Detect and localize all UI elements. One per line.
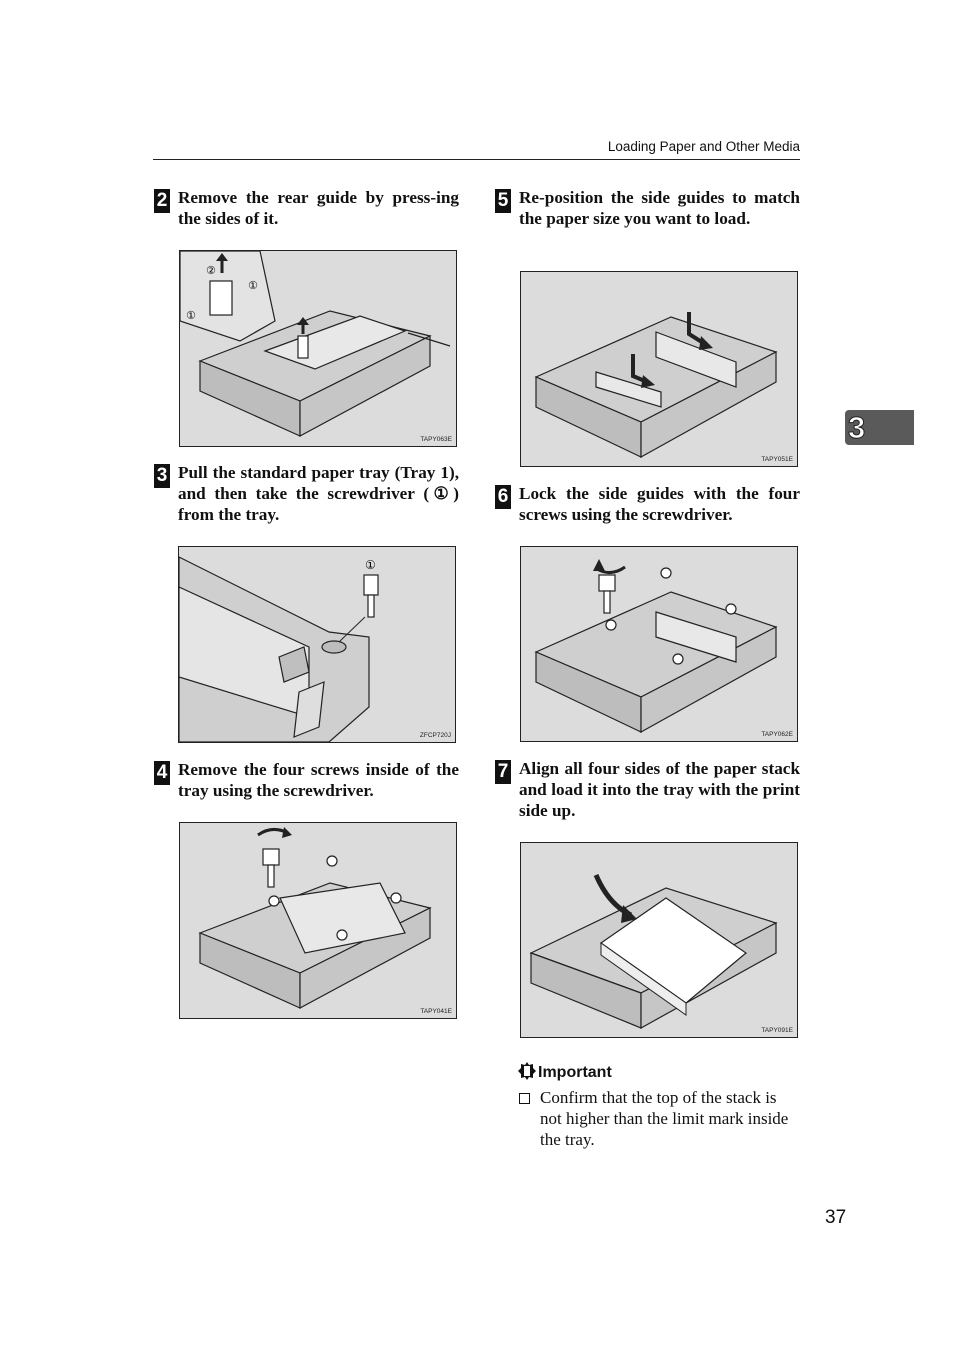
important-note: Important Confirm that the top of the st… <box>518 1062 808 1150</box>
running-header: Loading Paper and Other Media <box>153 139 800 160</box>
header-title: Loading Paper and Other Media <box>607 139 800 154</box>
step-number: 2 <box>154 189 170 213</box>
step-text: Remove the four screws inside of the tra… <box>178 760 459 800</box>
figure-remove-rear-guide: ② ① ① TAPY063E <box>179 250 457 447</box>
figure-code: TAPY063E <box>420 436 452 443</box>
callout-1: ① <box>365 558 376 572</box>
figure-lock-guides: TAPY062E <box>520 546 798 742</box>
important-heading-text: Important <box>538 1064 612 1081</box>
figure-code: ZFCP720J <box>419 732 451 739</box>
chapter-number: 3 <box>847 410 866 446</box>
chapter-tab: 3 <box>845 410 914 446</box>
step-text: Align all four sides of the paper stack … <box>519 759 800 820</box>
figure-code: TAPY062E <box>761 731 793 738</box>
step-number: 6 <box>495 485 511 509</box>
step-text: Re-position the side guides to match the… <box>519 188 800 228</box>
figure-remove-screws: TAPY041E <box>179 822 457 1019</box>
step-number: 3 <box>154 464 170 488</box>
page-number: 37 <box>825 1207 847 1228</box>
step-text: Lock the side guides with the four screw… <box>519 484 800 524</box>
important-item-text: Confirm that the top of the stack is not… <box>540 1088 789 1149</box>
callout-1-left: ① <box>186 309 196 322</box>
step-text: Remove the rear guide by press-ing the s… <box>178 188 459 228</box>
callout-2: ② <box>206 264 216 277</box>
callout-1-right: ① <box>248 279 258 292</box>
figure-reposition-guides: TAPY051E <box>520 271 798 467</box>
step-number: 5 <box>495 189 511 213</box>
figure-code: TAPY041E <box>420 1008 452 1015</box>
important-icon <box>518 1062 536 1080</box>
step-text: Pull the standard paper tray (Tray 1), a… <box>178 463 459 524</box>
figure-take-screwdriver: ① ZFCP720J <box>178 546 456 743</box>
step-number: 7 <box>495 760 511 784</box>
step-number: 4 <box>154 761 170 785</box>
figure-code: TAPY051E <box>761 456 793 463</box>
figure-load-paper: TAPY091E <box>520 842 798 1038</box>
important-item: Confirm that the top of the stack is not… <box>518 1087 800 1150</box>
figure-code: TAPY091E <box>761 1027 793 1034</box>
important-heading: Important <box>518 1062 808 1083</box>
checkbox-bullet-icon <box>519 1093 530 1104</box>
